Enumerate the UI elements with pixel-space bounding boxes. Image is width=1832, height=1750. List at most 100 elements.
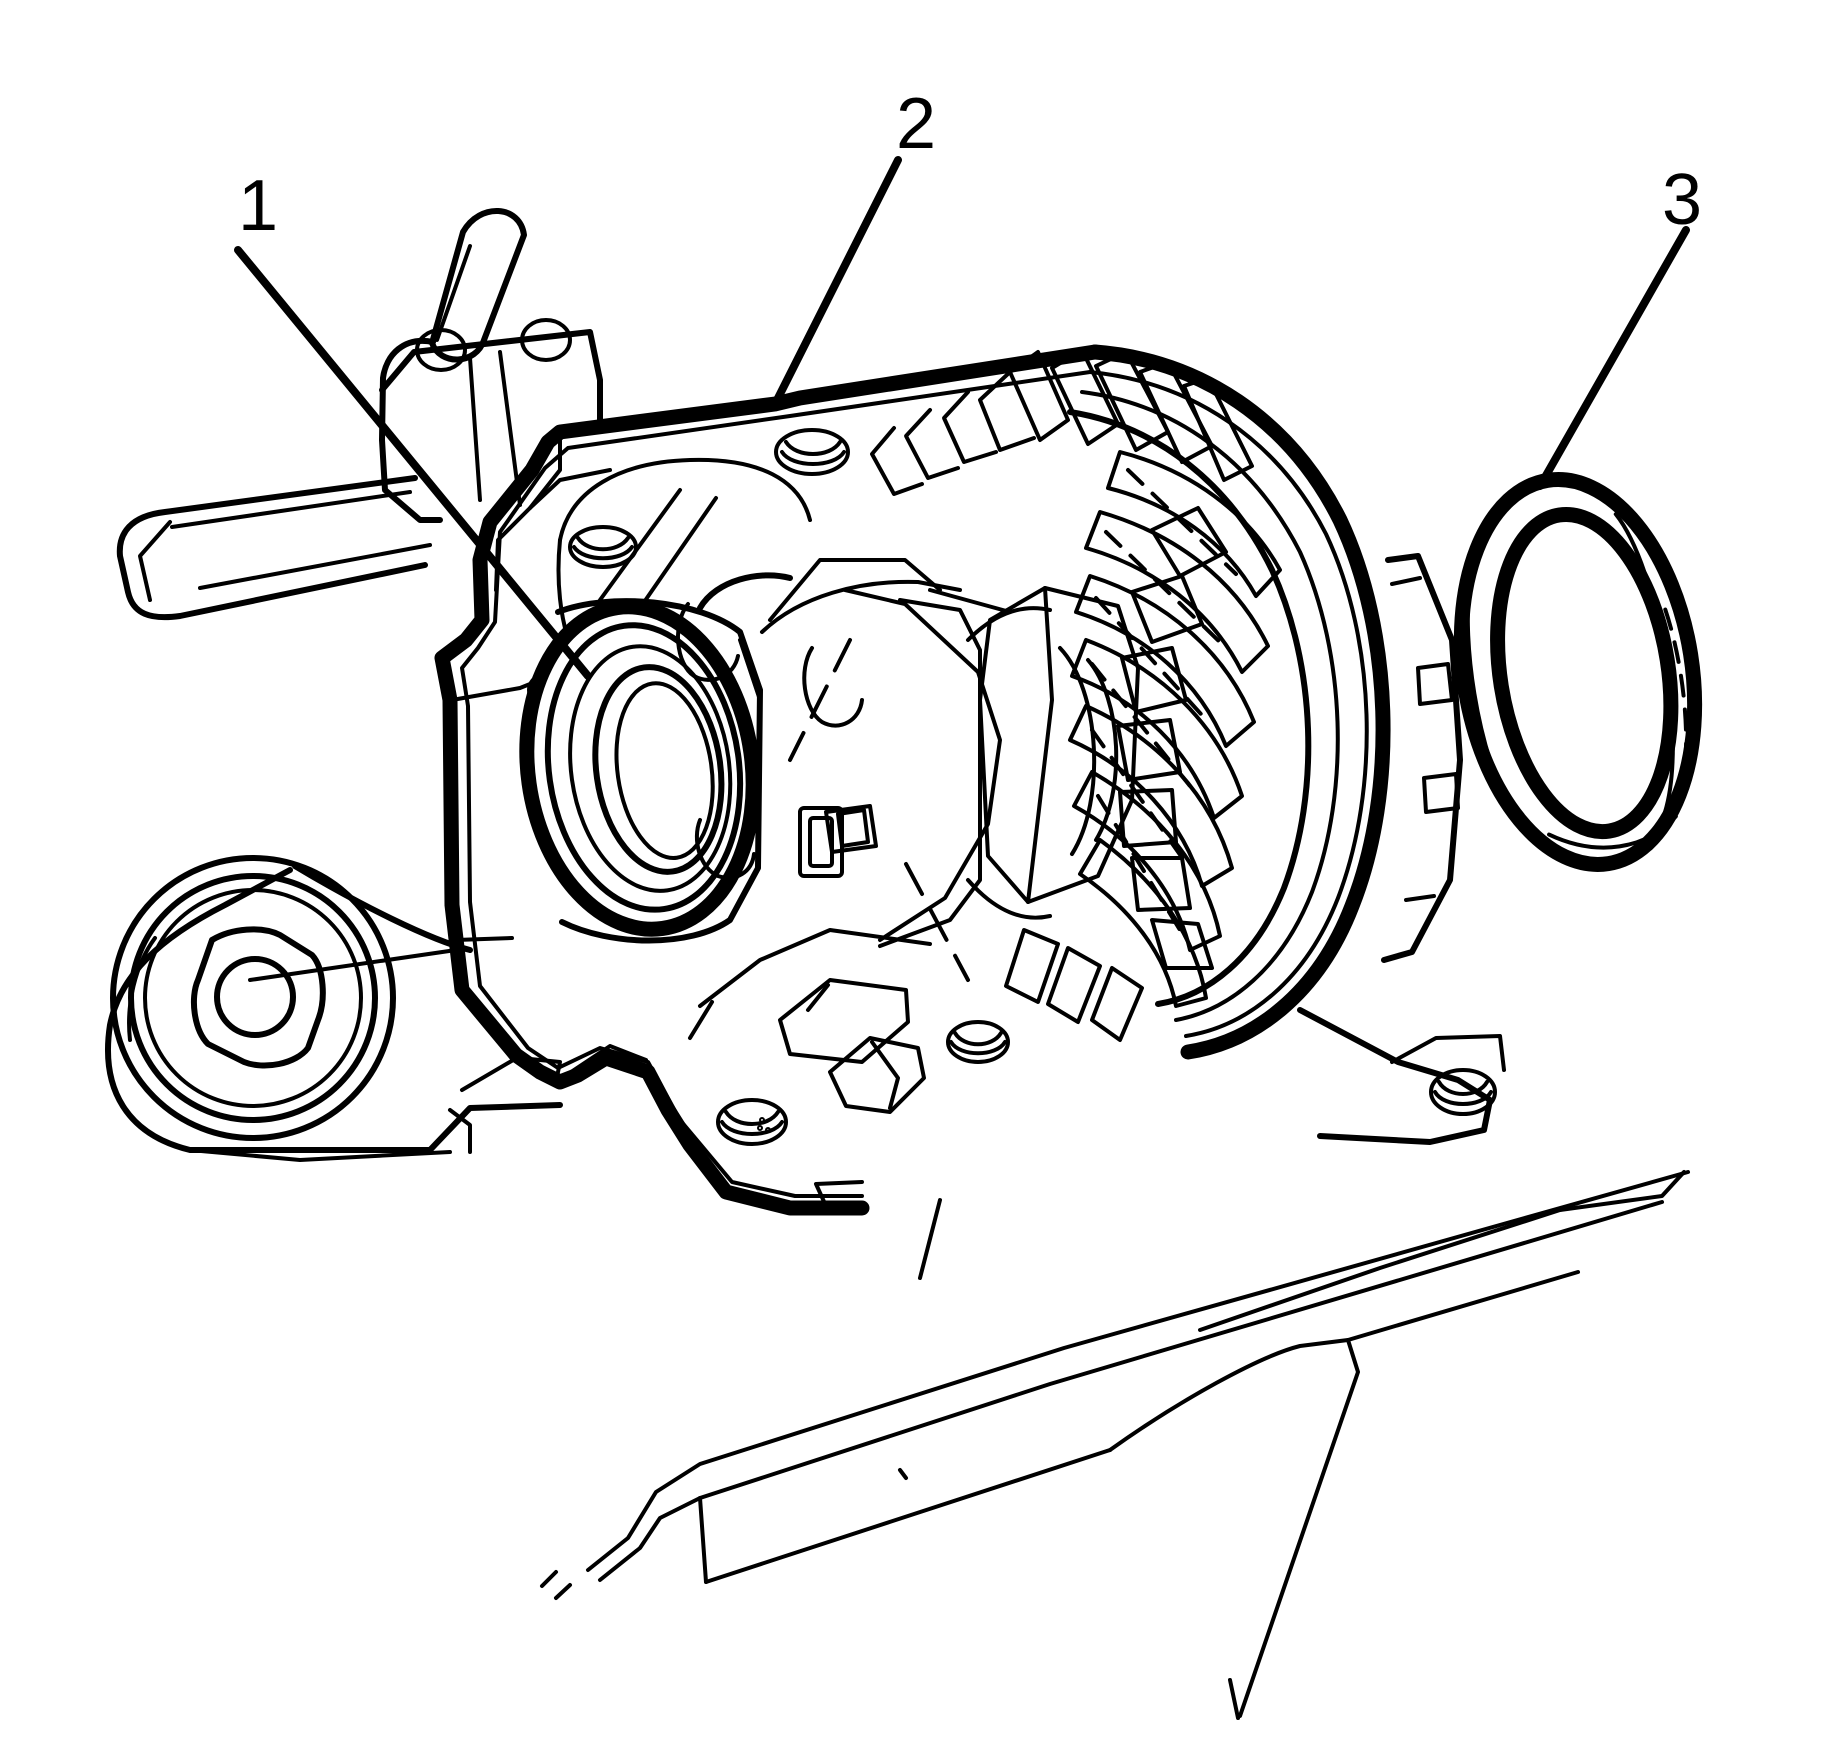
pole-wedge	[1150, 506, 1228, 578]
vent-inner	[836, 808, 870, 848]
mid-face-lobe-2	[802, 646, 864, 728]
rail-second-edge	[598, 1200, 1664, 1582]
left-arm-inner-b	[170, 490, 412, 529]
lower-rib-tick	[688, 1000, 714, 1040]
callout-label-2: 2	[896, 84, 936, 164]
fan-fins-lower	[1004, 928, 1144, 1042]
o-ring-highlight-right	[1613, 512, 1675, 815]
bolt-boss-lower-mid	[757, 1125, 763, 1131]
leader-line-2	[771, 156, 902, 408]
bracket-hole-right	[520, 318, 572, 362]
fin-left-d	[870, 426, 924, 496]
bearing-collar	[555, 598, 763, 944]
mount-outline	[105, 867, 563, 1153]
mount-bottom-edge	[188, 1148, 452, 1162]
shell-notch-tick-b	[1404, 894, 1436, 902]
bolt-boss-top	[774, 428, 850, 476]
boss-thread-2	[953, 1031, 1003, 1047]
pulley-arc-highlight	[127, 936, 157, 1042]
lower-edge-guide	[460, 1054, 522, 1092]
mid-face-body-curve-2	[878, 598, 982, 948]
leader-line-3	[1536, 226, 1690, 490]
fin-dash	[1090, 662, 1200, 798]
bolt-boss-bottom-center	[759, 1117, 765, 1123]
pole-wedge	[1120, 646, 1188, 714]
fin-dash	[1096, 794, 1182, 932]
left-arm-inner-c	[198, 543, 432, 590]
bracket-plate-top	[379, 329, 603, 428]
rail-end-tick	[698, 1496, 708, 1584]
housing-mid-face	[676, 558, 1012, 982]
mid-face-lobe-3	[694, 818, 756, 880]
upper-bracket-arm	[379, 207, 603, 523]
fin	[1138, 360, 1214, 464]
bearing-dash-highlight	[723, 683, 753, 838]
callout-label-3: 3	[1662, 160, 1702, 240]
fin-dash	[1094, 596, 1212, 726]
hex-boss-edge	[1026, 586, 1054, 904]
rail-bracket-edge	[1238, 1338, 1360, 1718]
lower-rib-curve	[698, 928, 932, 1008]
bearing-collar-tick	[738, 638, 762, 702]
bracket-rib-a	[468, 356, 482, 502]
pulley-hex-boss	[190, 926, 326, 1069]
housing-face-fold	[528, 468, 612, 510]
rail-attach-tab	[814, 1180, 864, 1208]
o-ring-bottom-highlight	[1547, 814, 1678, 850]
bracket-post-edge	[435, 244, 472, 342]
fin-band	[1078, 838, 1208, 1008]
rail-bracket-top	[1346, 1270, 1580, 1342]
boss-thread-1	[949, 1040, 1007, 1056]
rail-small-break	[898, 1468, 908, 1480]
boss-ring-outer	[946, 1020, 1010, 1064]
claw-pole-wedges	[1116, 506, 1228, 970]
shell-inner	[1067, 409, 1312, 1007]
o-ring-group	[1453, 472, 1703, 872]
callout-labels: 1 2 3	[238, 84, 1702, 246]
leader-line-1	[234, 246, 592, 680]
mid-face-lobe	[676, 602, 740, 682]
cast-pocket-hatch-1	[598, 488, 682, 602]
shell-notch-tick-a	[1390, 576, 1422, 586]
rail-inner-a	[1198, 1208, 1562, 1332]
o-ring-dash	[1663, 607, 1689, 755]
alternator-housing	[248, 344, 1506, 1216]
boss-dot2	[759, 1117, 765, 1123]
fin	[1050, 348, 1120, 446]
fin-dash	[1104, 530, 1226, 648]
hub-arc	[1086, 658, 1119, 842]
rotor-hub-group	[978, 586, 1140, 904]
cooling-fin-section	[824, 344, 1463, 1060]
bearing-ring-5	[614, 681, 715, 860]
fin-dash	[1126, 468, 1238, 576]
pulley-inner-circle	[143, 888, 363, 1108]
pulley-boss-group	[105, 855, 563, 1162]
bracket-post	[429, 207, 527, 363]
pole-wedge	[1118, 788, 1178, 848]
right-flange-top	[1390, 1034, 1506, 1072]
cast-pocket-hatch-2	[638, 496, 718, 610]
shell-notch-2	[1422, 772, 1460, 814]
mid-face-top-arc	[760, 579, 962, 634]
gasket-perimeter	[434, 344, 1103, 1216]
callout-label-1: 1	[238, 166, 278, 246]
fin	[1046, 946, 1102, 1024]
pole-wedge	[1116, 718, 1182, 782]
fin	[1008, 350, 1070, 442]
boss-thread-2	[1437, 1080, 1489, 1096]
pulley-center-hole	[214, 956, 296, 1038]
right-flange-outline	[1297, 1007, 1493, 1145]
fin-left-a	[978, 370, 1036, 452]
rail-attach-line	[918, 1198, 942, 1280]
pole-wedge	[1130, 856, 1192, 912]
pole-wedge	[1150, 918, 1214, 970]
boss-thread-2	[576, 536, 630, 552]
boss-dot	[757, 1125, 763, 1131]
boss-ring-outer	[568, 525, 638, 569]
fin-left-c	[904, 408, 960, 480]
mount-step	[448, 1108, 472, 1154]
gasket-inner-trace	[460, 370, 1092, 1198]
lower-support-rail	[540, 1170, 1690, 1720]
